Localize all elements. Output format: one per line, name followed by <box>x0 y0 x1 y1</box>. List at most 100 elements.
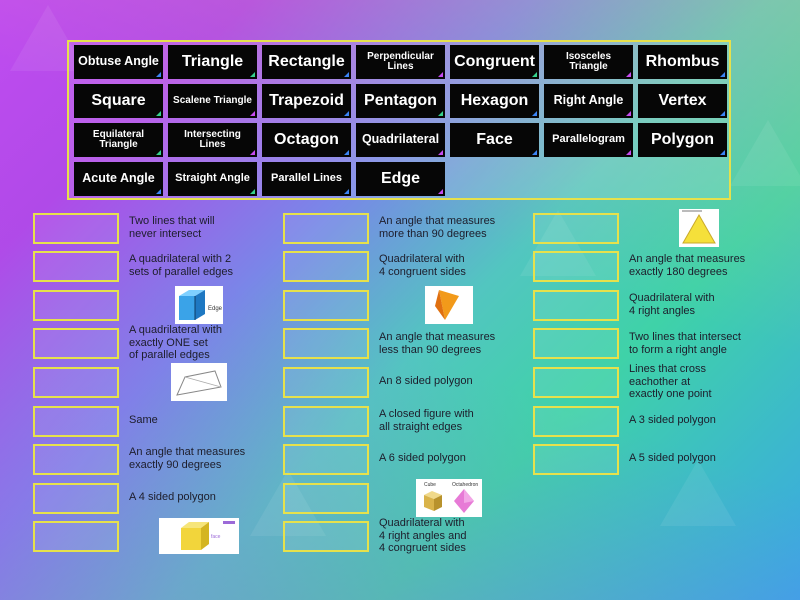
answer-slot[interactable] <box>533 290 619 321</box>
clue-text: Two lines that will never intersect <box>129 215 215 240</box>
tile-hexagon[interactable]: Hexagon <box>450 84 539 118</box>
trapezoid-image <box>171 363 227 401</box>
answer-slot[interactable] <box>33 328 119 359</box>
clue-text: Two lines that intersect to form a right… <box>629 331 741 356</box>
clue-text: A quadrilateral with exactly ONE set of … <box>129 324 222 361</box>
tile-perpendicular-lines[interactable]: Perpendicular Lines <box>356 45 445 79</box>
answer-slot[interactable] <box>533 213 619 244</box>
clue-text: Lines that cross eachother at exactly on… <box>629 363 712 400</box>
tile-trapezoid[interactable]: Trapezoid <box>262 84 351 118</box>
answer-slot[interactable] <box>533 251 619 282</box>
tile-edge[interactable]: Edge <box>356 162 445 196</box>
answer-slot[interactable] <box>283 444 369 475</box>
clue-text: An angle that measures less than 90 degr… <box>379 331 496 356</box>
tile-scalene-triangle[interactable]: Scalene Triangle <box>168 84 257 118</box>
answer-slot[interactable] <box>33 406 119 437</box>
face-cube-image: face <box>159 518 239 554</box>
tile-parallel-lines[interactable]: Parallel Lines <box>262 162 351 196</box>
tile-label: Quadrilateral <box>361 132 440 147</box>
tile-label: Edge <box>380 169 421 187</box>
tile-rhombus[interactable]: Rhombus <box>638 45 727 79</box>
answer-slot[interactable] <box>33 521 119 552</box>
tile-label: Pentagon <box>364 91 437 109</box>
vertex-image <box>425 286 473 324</box>
tile-equilateral-triangle[interactable]: Equilateral Triangle <box>74 123 163 157</box>
tile-label: Parallelogram <box>552 133 625 146</box>
tile-face[interactable]: Face <box>450 123 539 157</box>
clue-text: A 3 sided polygon <box>629 414 716 426</box>
tile-label: Square <box>91 91 146 109</box>
tile-label: Parallel Lines <box>271 172 342 185</box>
answer-slot[interactable] <box>283 251 369 282</box>
tile-triangle[interactable]: Triangle <box>168 45 257 79</box>
clue-text: Same <box>129 414 158 426</box>
tile-pentagon[interactable]: Pentagon <box>356 84 445 118</box>
cube-octahedron-image: Cube Octahedron <box>416 479 482 517</box>
tile-rectangle[interactable]: Rectangle <box>262 45 351 79</box>
answer-slot[interactable] <box>283 483 369 514</box>
tile-octagon[interactable]: Octagon <box>262 123 351 157</box>
equilateral-triangle-image <box>679 209 719 247</box>
answer-slot[interactable] <box>283 290 369 321</box>
answer-slot[interactable] <box>33 367 119 398</box>
answer-slot[interactable] <box>533 367 619 398</box>
tile-label: Trapezoid <box>269 91 344 109</box>
bg-triangle <box>730 120 800 186</box>
tile-label: Straight Angle <box>175 172 250 185</box>
answer-slot[interactable] <box>33 251 119 282</box>
tile-label: Rectangle <box>268 52 345 70</box>
answer-slot[interactable] <box>33 483 119 514</box>
answer-slot[interactable] <box>283 367 369 398</box>
clue-text: A quadrilateral with 2 sets of parallel … <box>129 253 233 278</box>
clue-text: A closed figure with all straight edges <box>379 408 474 433</box>
bg-triangle <box>250 470 326 536</box>
answer-slot[interactable] <box>283 521 369 552</box>
answer-slot[interactable] <box>33 290 119 321</box>
tile-label: Perpendicular Lines <box>367 50 434 72</box>
tile-isosceles-triangle[interactable]: Isosceles Triangle <box>544 45 633 79</box>
tile-label: Polygon <box>650 130 715 148</box>
octahedron-caption: Octahedron <box>452 482 478 488</box>
tile-label: Vertex <box>658 91 707 109</box>
answer-slot[interactable] <box>283 213 369 244</box>
clue-text: An angle that measures exactly 90 degree… <box>129 446 246 471</box>
answer-slot[interactable] <box>533 444 619 475</box>
tile-label: Octagon <box>274 130 339 148</box>
tile-polygon[interactable]: Polygon <box>638 123 727 157</box>
edge-caption: Edge <box>208 306 223 312</box>
answer-slot[interactable] <box>533 328 619 359</box>
tile-label: Acute Angle <box>82 171 155 186</box>
tile-intersecting-lines[interactable]: Intersecting Lines <box>168 123 257 157</box>
tile-quadrilateral[interactable]: Quadrilateral <box>356 123 445 157</box>
clue-text: An 8 sided polygon <box>379 375 473 387</box>
tile-label: Isosceles Triangle <box>565 50 612 72</box>
answer-slot[interactable] <box>33 444 119 475</box>
clue-text: A 4 sided polygon <box>129 491 216 503</box>
clue-text: Quadrilateral with 4 congruent sides <box>379 253 466 278</box>
tile-label: Hexagon <box>460 91 529 109</box>
tile-straight-angle[interactable]: Straight Angle <box>168 162 257 196</box>
tile-obtuse-angle[interactable]: Obtuse Angle <box>74 45 163 79</box>
cube-caption: Cube <box>424 482 436 488</box>
tile-right-angle[interactable]: Right Angle <box>544 84 633 118</box>
svg-text:face: face <box>211 534 221 540</box>
answer-slot[interactable] <box>283 406 369 437</box>
tile-parallelogram[interactable]: Parallelogram <box>544 123 633 157</box>
clue-text: An angle that measures exactly 180 degre… <box>629 253 746 278</box>
tile-label: Congruent <box>454 52 535 70</box>
tile-label: Intersecting Lines <box>184 128 241 150</box>
tile-label: Rhombus <box>645 52 720 70</box>
edge-cube-image: Edge <box>175 286 223 324</box>
answer-slot[interactable] <box>283 328 369 359</box>
tile-acute-angle[interactable]: Acute Angle <box>74 162 163 196</box>
tile-label: Obtuse Angle <box>78 54 159 69</box>
tile-label: Equilateral Triangle <box>92 128 145 150</box>
tile-square[interactable]: Square <box>74 84 163 118</box>
tile-label: Face <box>476 130 513 148</box>
answer-slot[interactable] <box>533 406 619 437</box>
tile-vertex[interactable]: Vertex <box>638 84 727 118</box>
answer-slot[interactable] <box>33 213 119 244</box>
clue-text: A 6 sided polygon <box>379 452 466 464</box>
tile-label: Right Angle <box>553 93 624 108</box>
tile-congruent[interactable]: Congruent <box>450 45 539 79</box>
